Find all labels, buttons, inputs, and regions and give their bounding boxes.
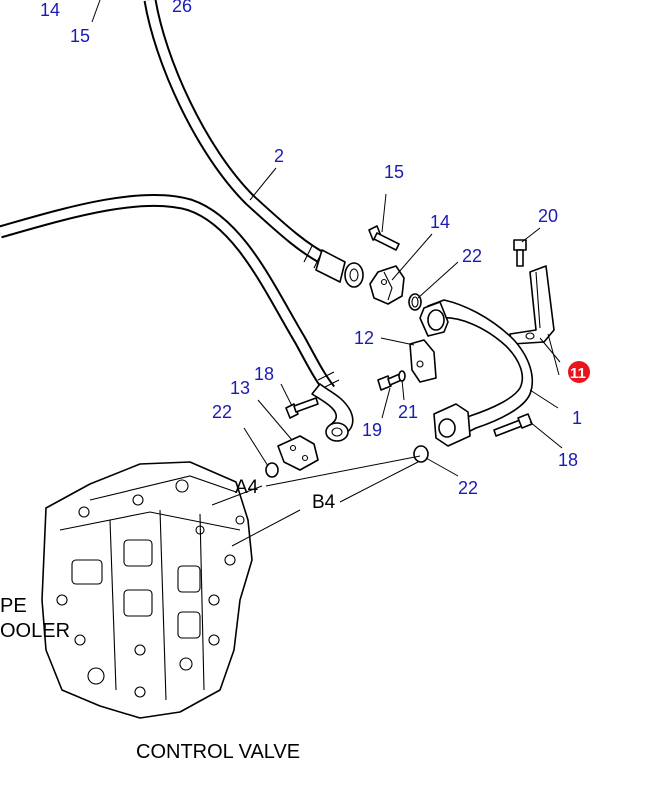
callout-13[interactable]: 13 [230, 378, 250, 398]
callout-18-right[interactable]: 18 [558, 450, 578, 470]
highlight-marker-11 [568, 361, 590, 383]
callout-22-upper[interactable]: 22 [462, 246, 482, 266]
bracket-11 [509, 265, 555, 345]
port-label-b4: B4 [312, 492, 336, 513]
callout-22-left[interactable]: 22 [212, 402, 232, 422]
callout-20[interactable]: 20 [538, 206, 558, 226]
label-cooler-partial: OOLER [0, 620, 70, 642]
control-valve-body [41, 461, 253, 719]
bolt-15-upper [368, 225, 400, 251]
callout-19[interactable]: 19 [362, 420, 382, 440]
callout-11[interactable]: 11 [570, 365, 586, 382]
split-flange-13 [277, 435, 319, 471]
callout-12[interactable]: 12 [354, 328, 374, 348]
callout-14-top[interactable]: 14 [40, 0, 60, 20]
control-valve-label: CONTROL VALVE [136, 741, 300, 763]
port-label-a4: A4 [235, 477, 259, 498]
callout-14[interactable]: 14 [430, 212, 450, 232]
callout-15[interactable]: 15 [384, 162, 404, 182]
o-ring-22-left [265, 462, 279, 478]
bolt-18-left [285, 397, 319, 419]
callout-21[interactable]: 21 [398, 402, 418, 422]
callout-1[interactable]: 1 [572, 408, 582, 428]
callout-18-left[interactable]: 18 [254, 364, 274, 384]
callout-22-lower[interactable]: 22 [458, 478, 478, 498]
bolt-20 [513, 239, 527, 267]
label-pipe-partial: PE [0, 595, 27, 617]
callout-15-top[interactable]: 15 [70, 26, 90, 46]
bolt-18-right [493, 413, 533, 437]
hose-2 [143, 0, 364, 288]
washer-21 [398, 370, 406, 382]
o-ring-22-lower [413, 445, 429, 463]
tube-1 [419, 299, 534, 447]
leader-lines [91, 0, 563, 547]
callout-26[interactable]: 26 [172, 0, 192, 16]
clamp-12 [409, 339, 437, 383]
callout-2[interactable]: 2 [274, 146, 284, 166]
hose-26 [0, 193, 354, 442]
